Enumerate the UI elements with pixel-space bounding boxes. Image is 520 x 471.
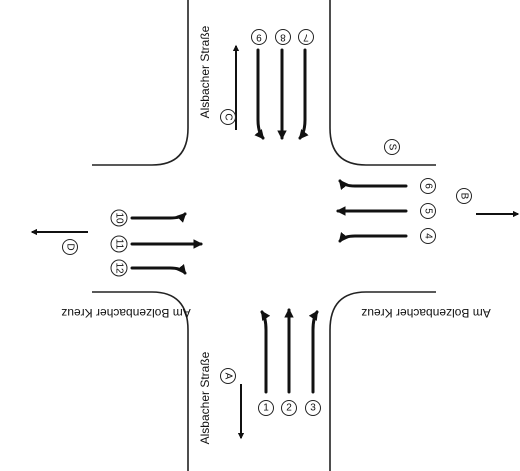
curb-south-west: [92, 291, 189, 471]
pedestrian-crossing-b-label: B: [459, 193, 470, 200]
pedestrian-crossing-a-label: A: [223, 373, 234, 380]
lane-arrow-3: [308, 310, 319, 394]
lane-arrow-10: [130, 212, 187, 223]
signal-group-2-marker: 2: [281, 400, 297, 416]
signal-group-8-marker: 8: [275, 29, 291, 45]
signal-group-4-label: 4: [423, 233, 434, 239]
s-marker: S: [384, 139, 400, 155]
pedestrian-crossing-d-label: D: [65, 243, 76, 250]
signal-group-6-label: 6: [423, 183, 434, 189]
signal-group-11-marker: 11: [110, 235, 128, 253]
signal-group-8-label: 8: [280, 32, 286, 43]
signal-group-12-marker: 12: [110, 259, 128, 277]
street-name-east: Am Bolzenbacher Kreuz: [361, 306, 490, 320]
s-label: S: [387, 144, 398, 151]
signal-group-7-label: 7: [303, 32, 309, 43]
signal-group-9-label: 9: [256, 32, 262, 43]
signal-group-1-marker: 1: [258, 400, 274, 416]
signal-group-5-marker: 5: [420, 203, 436, 219]
signal-group-7-marker: 7: [298, 29, 314, 45]
signal-group-2-label: 2: [286, 403, 292, 414]
pedestrian-crossing-a-marker: A: [220, 368, 236, 384]
signal-group-3-label: 3: [310, 403, 316, 414]
signal-group-10-label: 10: [114, 212, 125, 224]
pedestrian-crossing-d-marker: D: [62, 239, 78, 255]
pedestrian-crossing-c-marker: C: [220, 109, 236, 125]
street-name-south: Alsbacher Straße: [198, 351, 212, 444]
lane-arrow-12: [130, 264, 187, 275]
signal-group-5-label: 5: [423, 208, 434, 214]
signal-group-3-marker: 3: [305, 400, 321, 416]
lane-arrow-9: [254, 48, 265, 140]
street-name-north: Alsbacher Straße: [198, 25, 212, 118]
lane-arrow-1: [260, 310, 271, 394]
signal-group-6-marker: 6: [420, 178, 436, 194]
signal-group-11-label: 11: [114, 239, 125, 250]
lane-arrow-6: [338, 179, 408, 190]
signal-group-12-label: 12: [114, 262, 125, 274]
curb-north-west: [92, 0, 189, 166]
signal-group-9-marker: 9: [251, 29, 267, 45]
lane-arrow-7: [298, 48, 309, 140]
pedestrian-crossing-c-label: C: [223, 113, 234, 120]
signal-group-4-marker: 4: [420, 228, 436, 244]
street-name-west: Am Bolzenbacher Kreuz: [61, 306, 190, 320]
lane-arrow-4: [338, 232, 408, 243]
signal-group-1-label: 1: [263, 403, 269, 414]
signal-group-10-marker: 10: [110, 209, 128, 227]
pedestrian-crossing-b-marker: B: [456, 188, 472, 204]
curb-north-east: [329, 0, 436, 166]
curb-south-east: [329, 291, 436, 471]
